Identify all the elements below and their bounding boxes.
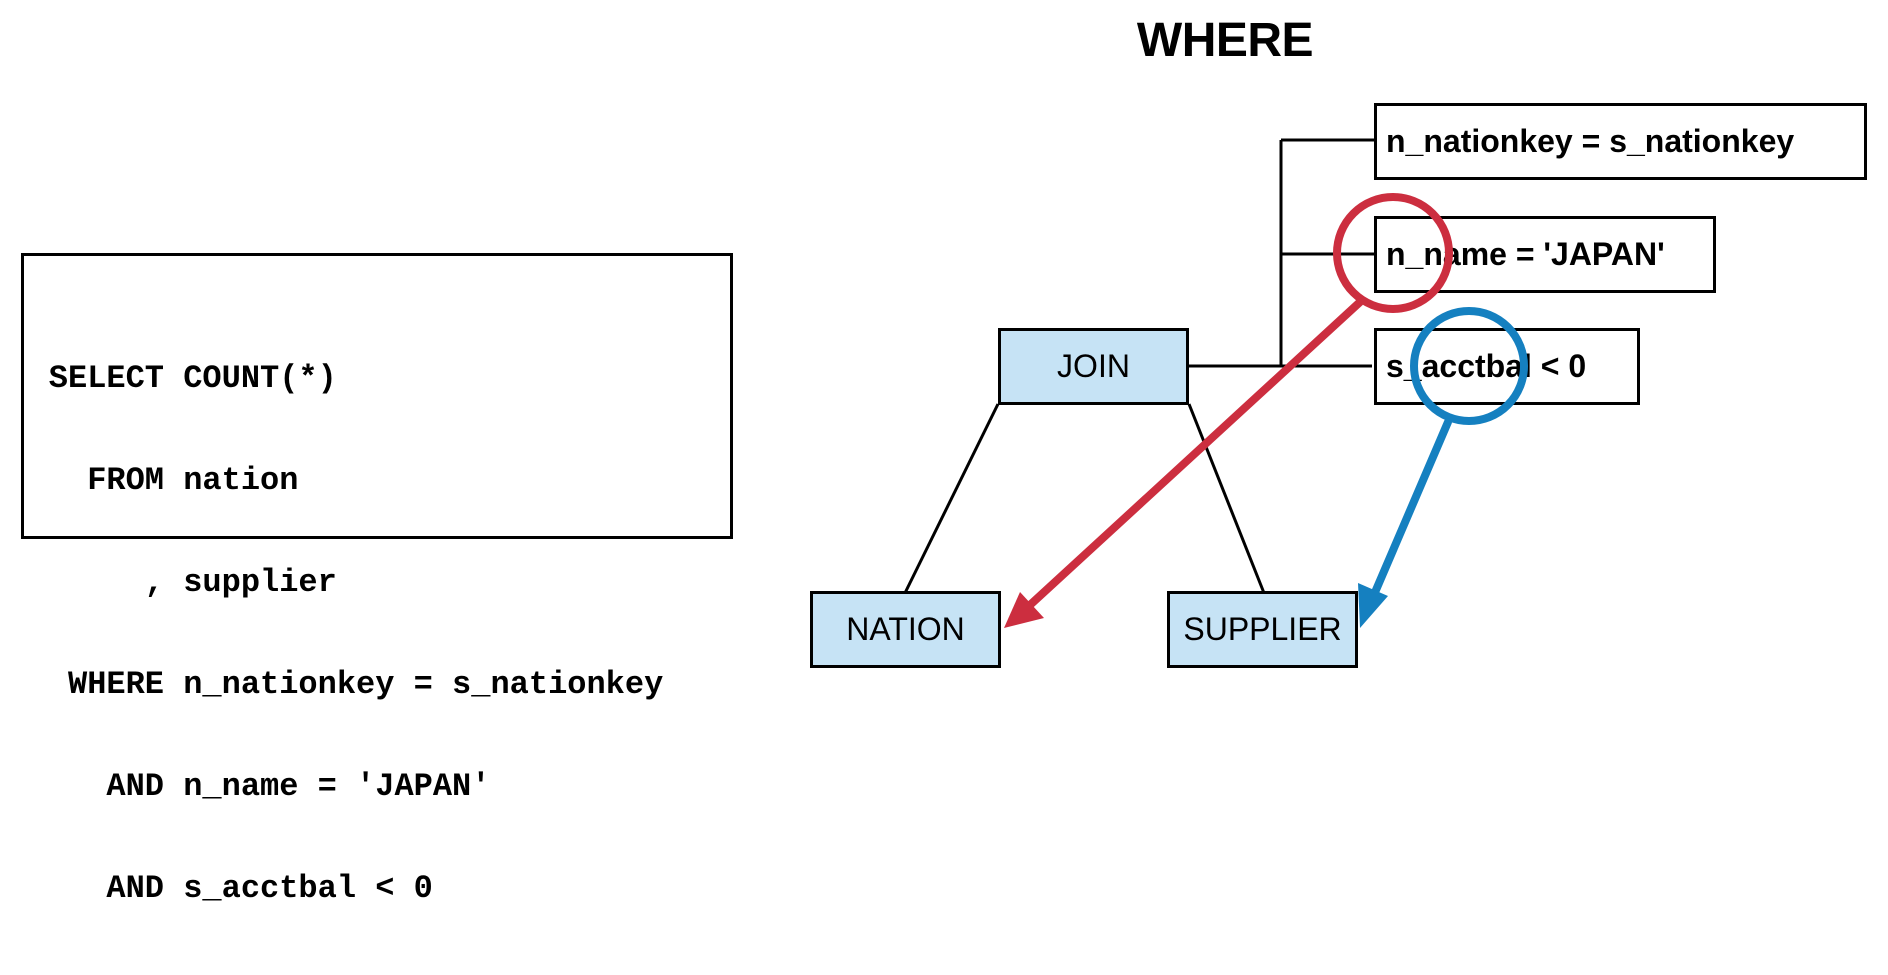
sql-line: AND s_acctbal < 0 [34, 872, 663, 906]
sql-line: , supplier [34, 566, 663, 600]
predicate-box-name: n_name = 'JAPAN' [1374, 216, 1716, 293]
join-node: JOIN [998, 328, 1189, 405]
sql-clause: n_name = 'JAPAN' [183, 768, 491, 805]
sql-line: SELECT COUNT(*) [34, 362, 663, 396]
sql-line: AND n_name = 'JAPAN' [34, 770, 663, 804]
sql-clause: nation [183, 462, 299, 499]
nation-node: NATION [810, 591, 1001, 668]
sql-clause: s_acctbal < 0 [183, 870, 433, 907]
sql-clause: supplier [183, 564, 337, 601]
sql-line: FROM nation [34, 464, 663, 498]
sql-clause: COUNT(*) [183, 360, 337, 397]
sql-keyword: , [144, 564, 164, 601]
sql-keyword: AND [106, 768, 164, 805]
supplier-node: SUPPLIER [1167, 591, 1358, 668]
sql-keyword: FROM [87, 462, 164, 499]
predicate-box-acctbal: s_acctbal < 0 [1374, 328, 1640, 405]
sql-keyword: SELECT [48, 360, 164, 397]
edge-join-supplier [1187, 403, 1266, 594]
diagram-title: WHERE [1136, 14, 1314, 67]
edge-join-nation [903, 403, 1000, 594]
sql-keyword: AND [106, 870, 164, 907]
predicate-box-nationkey: n_nationkey = s_nationkey [1374, 103, 1867, 180]
